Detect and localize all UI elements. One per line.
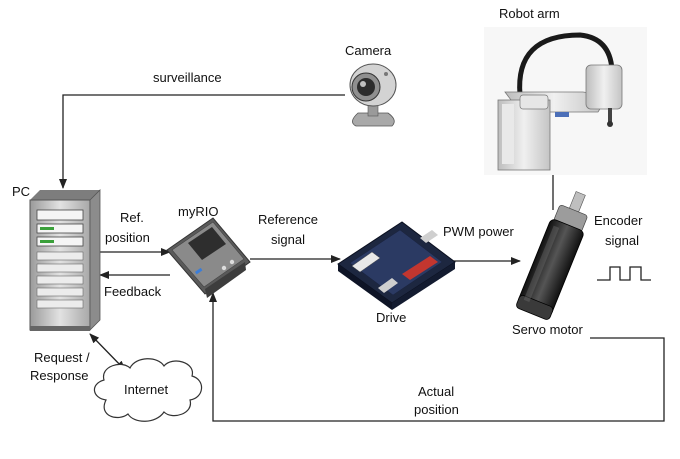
label-encoder-signal-1: Encoder bbox=[594, 213, 643, 228]
label-surveillance: surveillance bbox=[153, 70, 222, 85]
label-ref-position-2: position bbox=[105, 230, 150, 245]
label-servo-motor: Servo motor bbox=[512, 322, 583, 337]
label-reference-signal-2: signal bbox=[271, 232, 305, 247]
servo-motor-icon bbox=[516, 191, 588, 320]
label-actual-position-1: Actual bbox=[418, 384, 454, 399]
surveillance-line bbox=[59, 94, 345, 189]
label-feedback: Feedback bbox=[104, 284, 162, 299]
myrio-device-icon bbox=[166, 217, 251, 298]
label-request-response-1: Request / bbox=[34, 350, 90, 365]
label-camera: Camera bbox=[345, 43, 392, 58]
cloud-icon bbox=[93, 358, 203, 422]
label-drive: Drive bbox=[376, 310, 406, 325]
label-pc: PC bbox=[12, 184, 30, 199]
label-request-response-2: Response bbox=[30, 368, 89, 383]
label-reference-signal-1: Reference bbox=[258, 212, 318, 227]
label-actual-position-2: position bbox=[414, 402, 459, 417]
pc-tower-icon bbox=[29, 189, 101, 331]
drive-board-icon bbox=[337, 221, 456, 310]
label-ref-position-1: Ref. bbox=[120, 210, 144, 225]
label-robot-arm: Robot arm bbox=[499, 6, 560, 21]
label-pwm-power: PWM power bbox=[443, 224, 514, 239]
robot-arm-icon bbox=[484, 27, 647, 175]
actual-position-line bbox=[209, 292, 665, 422]
label-myrio: myRIO bbox=[178, 204, 218, 219]
label-encoder-signal-2: signal bbox=[605, 233, 639, 248]
square-wave-icon bbox=[597, 266, 651, 281]
camera-icon bbox=[349, 63, 397, 127]
label-internet: Internet bbox=[124, 382, 168, 397]
